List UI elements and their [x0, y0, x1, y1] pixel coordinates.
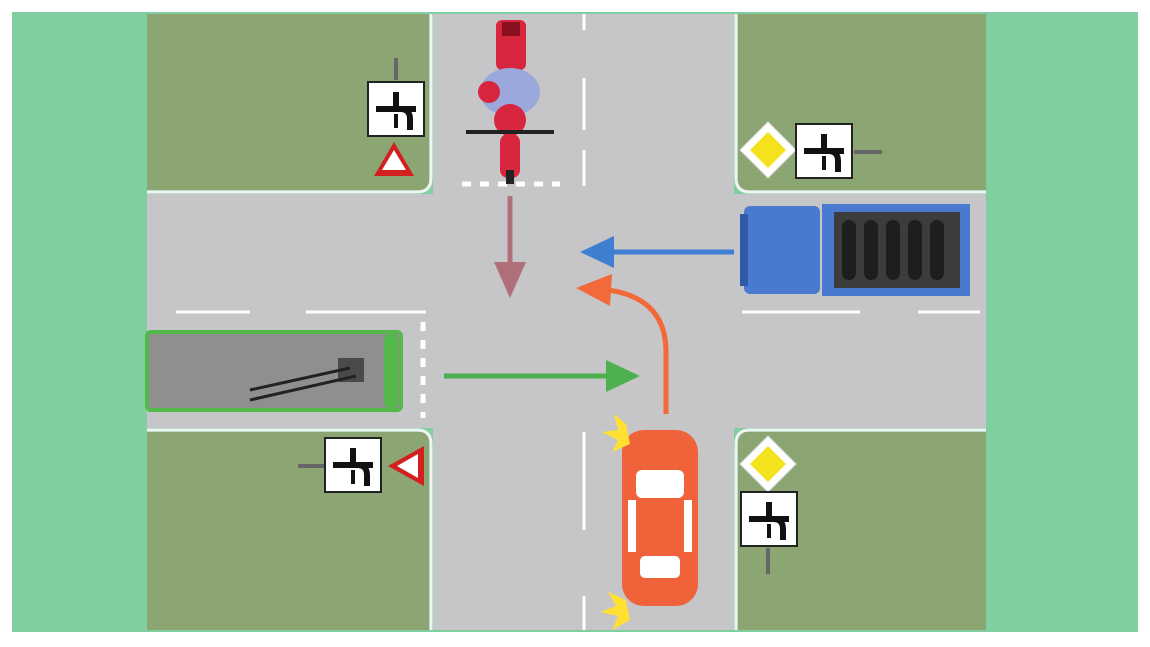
yield-sign-icon [388, 446, 424, 486]
road-layout-plate-icon [741, 492, 797, 546]
sign-top-right [739, 121, 882, 179]
left-indicator-front-icon [602, 414, 630, 452]
left-indicator-rear-icon [600, 592, 630, 630]
road-layout-plate-icon [368, 82, 424, 136]
sign-bottom-left [298, 438, 424, 492]
curb-bottom-right [734, 428, 986, 630]
road-layout-plate-icon [796, 124, 852, 178]
bus [145, 330, 403, 412]
curb-top-right [734, 14, 986, 194]
grass-bottom-left [147, 432, 429, 630]
priority-road-sign-icon [739, 121, 797, 179]
truck [740, 204, 970, 296]
bus-arrow [444, 360, 640, 392]
rider-helmet-icon [478, 81, 500, 103]
road-layout-plate-icon [325, 438, 381, 492]
curb-bottom-left [147, 428, 433, 630]
motorcycle [466, 20, 554, 184]
yield-sign-icon [374, 142, 414, 176]
sign-bottom-right [740, 435, 797, 574]
car [600, 414, 698, 630]
lane-markings [176, 14, 980, 630]
sign-top-left [368, 58, 424, 176]
curb-top-left [147, 14, 433, 194]
motorcycle-arrow [494, 196, 526, 298]
car-arrow [576, 274, 669, 414]
truck-arrow [580, 236, 734, 268]
